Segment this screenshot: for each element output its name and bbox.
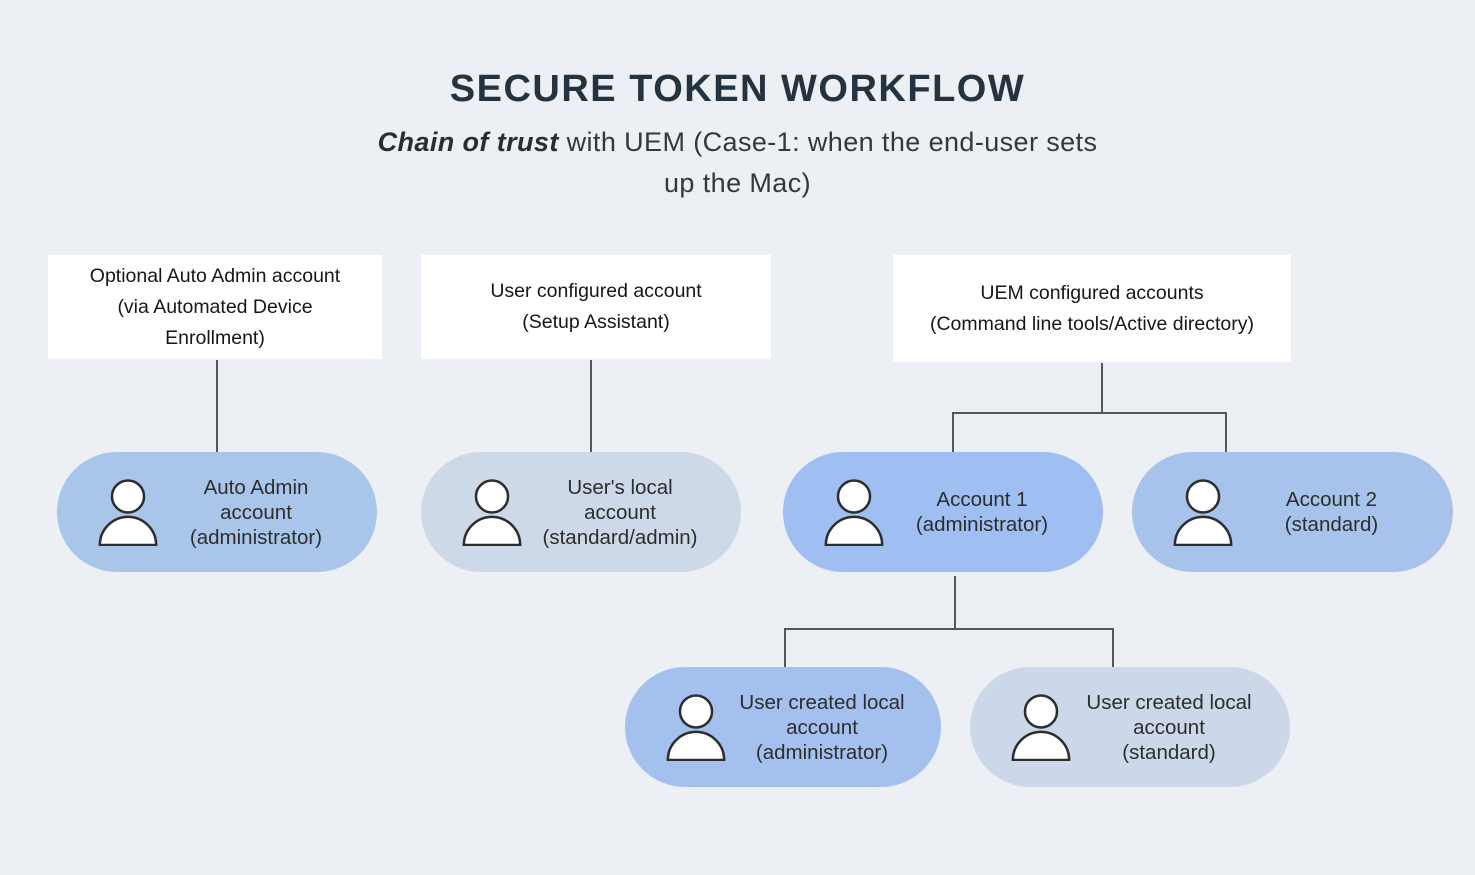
person-icon (821, 478, 887, 546)
person-icon (1008, 693, 1074, 761)
connector-box2-to-users-local (590, 360, 592, 452)
node-label: User created local account (standard) (1086, 690, 1252, 764)
node-users-local-account: User's local account (standard/admin) (421, 452, 741, 572)
person-icon (1170, 478, 1236, 546)
node-label: Account 2 (standard) (1284, 488, 1379, 536)
person-icon (663, 693, 729, 761)
connector-branch-to-account2 (1225, 412, 1227, 454)
subtitle-emphasis: Chain of trust (377, 127, 559, 157)
connector-account1-branch (784, 628, 1114, 630)
node-auto-admin-account: Auto Admin account (administrator) (57, 452, 377, 572)
person-icon (95, 478, 161, 546)
person-icon (459, 478, 525, 546)
page-title: SECURE TOKEN WORKFLOW (449, 68, 1026, 110)
connector-branch-to-created-admin (784, 628, 786, 669)
node-account-1: Account 1 (administrator) (783, 452, 1103, 572)
subtitle-rest: with UEM (Case-1: when the end-user sets… (566, 127, 1098, 198)
uem-configured-box-label: UEM configured accounts (Command line to… (929, 281, 1255, 335)
connector-account1-stem (954, 576, 956, 629)
node-account-2: Account 2 (standard) (1132, 452, 1453, 572)
optional-auto-admin-box-label: Optional Auto Admin account (via Automat… (89, 264, 341, 349)
node-label: Auto Admin account (administrator) (189, 475, 323, 549)
connector-box3-branch (952, 412, 1227, 414)
optional-auto-admin-box: Optional Auto Admin account (via Automat… (48, 255, 382, 359)
page-subtitle: Chain of trust with UEM (Case-1: when th… (0, 122, 1475, 204)
connector-branch-to-account1 (952, 412, 954, 454)
node-user-created-local-admin: User created local account (administrato… (625, 667, 941, 787)
node-label: User's local account (standard/admin) (542, 475, 698, 549)
node-label: User created local account (administrato… (739, 690, 905, 764)
connector-box3-stem (1101, 363, 1103, 413)
user-configured-box: User configured account (Setup Assistant… (421, 255, 771, 359)
node-label: Account 1 (administrator) (915, 488, 1049, 536)
connector-branch-to-created-standard (1112, 628, 1114, 669)
node-user-created-local-standard: User created local account (standard) (970, 667, 1290, 787)
user-configured-box-label: User configured account (Setup Assistant… (490, 280, 702, 333)
connector-box1-to-auto-admin (216, 360, 218, 452)
uem-configured-box: UEM configured accounts (Command line to… (893, 255, 1291, 362)
